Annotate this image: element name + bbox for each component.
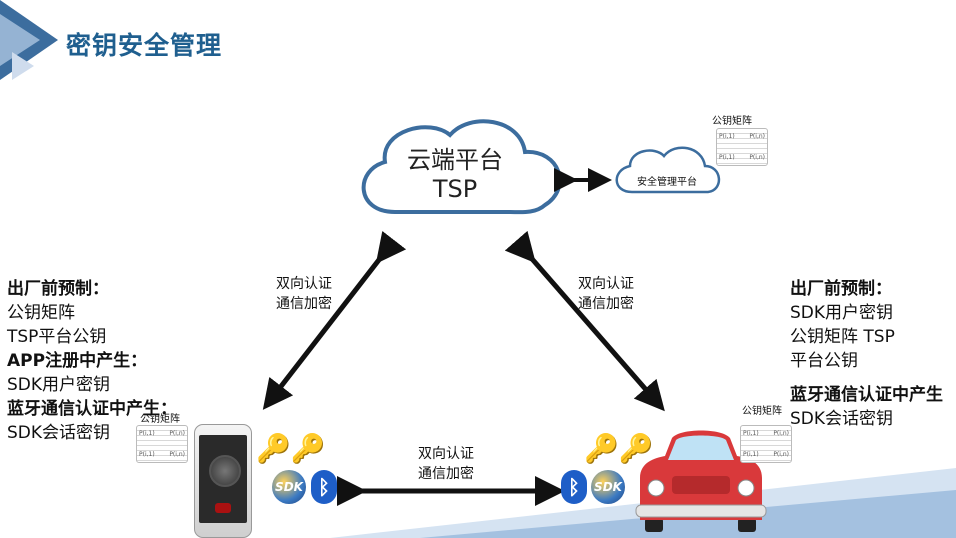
left-heading-3: 蓝牙通信认证中产生： <box>7 399 177 419</box>
right-heading-1: 出厂前预制： <box>790 279 892 299</box>
phone-button <box>215 503 231 513</box>
right-item: 公钥矩阵 TSP <box>790 327 895 347</box>
tsp-cloud-label: 云端平台 TSP <box>405 146 505 204</box>
right-key-panel: 出厂前预制： SDK用户密钥 公钥矩阵 TSP 平台公钥 蓝牙通信认证中产生 S… <box>790 277 943 431</box>
right-item: SDK会话密钥 <box>790 409 894 429</box>
left-heading-1: 出厂前预制： <box>7 279 109 299</box>
page-title: 密钥安全管理 <box>66 31 223 60</box>
left-item: 公钥矩阵 <box>7 303 75 323</box>
smartphone-icon <box>194 424 252 538</box>
matrix-right-label: 公钥矩阵 <box>742 406 782 417</box>
matrix-left-label: 公钥矩阵 <box>140 414 180 425</box>
arrow-cloud-to-car <box>504 230 665 412</box>
right-heading-2: 蓝牙通信认证中产生 <box>790 385 943 405</box>
edge-left-line1: 双向认证 <box>276 276 332 292</box>
edge-label-right: 双向认证 通信加密 <box>578 274 634 314</box>
matrix-top-icon: P(i,1) P(i,n) P(i,1) P(i,n) <box>716 128 768 166</box>
cloud-line1: 云端平台 <box>407 146 503 174</box>
matrix-cell: P(i,n) <box>749 133 765 140</box>
tsp-cloud-shape <box>361 119 562 215</box>
matrix-cell: P(i,1) <box>139 451 155 458</box>
edge-bottom-line2: 通信加密 <box>418 466 474 482</box>
right-item: SDK用户密钥 <box>790 303 894 323</box>
matrix-cell: P(i,n) <box>749 154 765 161</box>
left-heading-2: APP注册中产生： <box>7 351 148 371</box>
sdk-icon-left: SDK <box>272 470 306 504</box>
matrix-top-label: 公钥矩阵 <box>712 116 752 127</box>
matrix-cell: P(i,n) <box>169 430 185 437</box>
edge-label-left: 双向认证 通信加密 <box>276 274 332 314</box>
matrix-cell: P(i,n) <box>773 451 789 458</box>
key-icon-right: 🔑🔑 <box>584 432 654 465</box>
matrix-cell: P(i,1) <box>719 133 735 140</box>
matrix-cell: P(i,1) <box>139 430 155 437</box>
security-platform-cloud-shape <box>615 146 721 194</box>
bluetooth-icon-left: ᛒ <box>311 470 337 504</box>
edge-right-line2: 通信加密 <box>578 296 634 312</box>
edge-left-line2: 通信加密 <box>276 296 332 312</box>
edge-label-bottom: 双向认证 通信加密 <box>418 444 474 484</box>
edge-right-line1: 双向认证 <box>578 276 634 292</box>
matrix-cell: P(i,n) <box>169 451 185 458</box>
phone-dial <box>209 455 241 487</box>
left-item: SDK会话密钥 <box>7 423 111 443</box>
phone-screen <box>199 435 247 523</box>
matrix-cell: P(i,1) <box>743 430 759 437</box>
edge-bottom-line1: 双向认证 <box>418 446 474 462</box>
matrix-cell: P(i,1) <box>719 154 735 161</box>
bluetooth-icon-right: ᛒ <box>561 470 587 504</box>
matrix-cell: P(i,1) <box>743 451 759 458</box>
sdk-icon-right: SDK <box>591 470 625 504</box>
car-illustration <box>635 430 767 532</box>
matrix-left-icon: P(i,1) P(i,n) P(i,1) P(i,n) <box>136 425 188 463</box>
matrix-right-icon: P(i,1) P(i,n) P(i,1) P(i,n) <box>740 425 792 463</box>
arrow-cloud-to-phone <box>262 230 407 410</box>
left-key-panel: 出厂前预制： 公钥矩阵 TSP平台公钥 APP注册中产生： SDK用户密钥 蓝牙… <box>7 277 177 445</box>
key-icon-left: 🔑🔑 <box>256 432 326 465</box>
left-item: SDK用户密钥 <box>7 375 111 395</box>
cloud-line2: TSP <box>432 175 478 203</box>
left-item: TSP平台公钥 <box>7 327 107 347</box>
right-item: 平台公钥 <box>790 351 858 371</box>
header-shape-small <box>12 52 34 80</box>
matrix-cell: P(i,n) <box>773 430 789 437</box>
right-panel-spacer <box>790 373 943 383</box>
security-platform-label: 安全管理平台 <box>637 177 697 188</box>
